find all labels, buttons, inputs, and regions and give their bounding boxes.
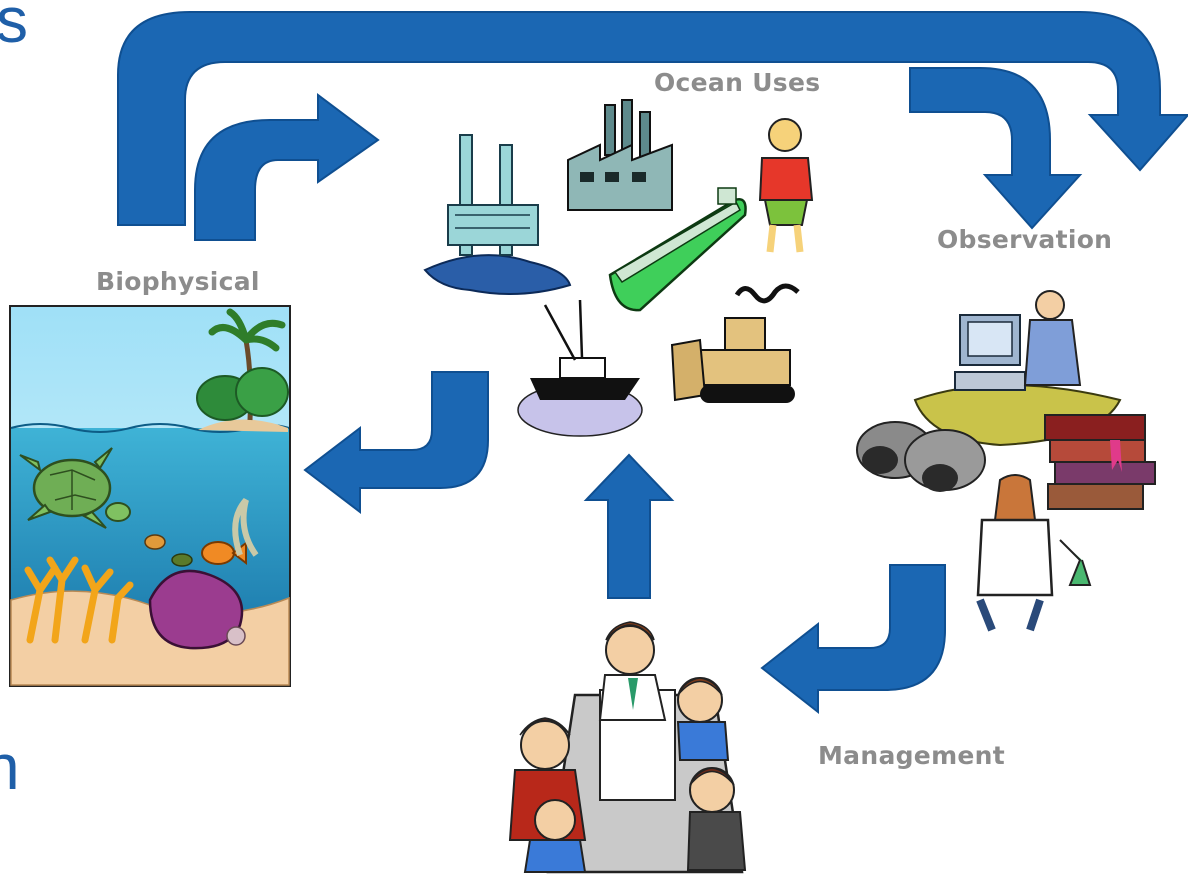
tourist-icon — [758, 118, 814, 253]
arrow-management-to-ocean-uses — [583, 453, 675, 599]
cropped-text-top: s — [0, 0, 28, 56]
label-observation: Observation — [937, 225, 1113, 254]
palm-tree-icon — [196, 308, 289, 421]
biophysical-illustration — [9, 305, 291, 687]
outer-cycle-arrow — [117, 11, 1188, 226]
fish-icon — [144, 534, 247, 567]
management-meeting-icon — [508, 621, 747, 874]
sea-turtle-icon — [19, 447, 131, 529]
label-management: Management — [818, 741, 1006, 770]
arrow-biophysical-to-ocean-uses — [194, 93, 380, 241]
fishing-boat-icon — [517, 299, 643, 437]
label-biophysical: Biophysical — [96, 267, 260, 296]
arrow-ocean-uses-to-observation — [909, 67, 1083, 230]
binoculars-icon — [856, 421, 986, 492]
label-ocean-uses: Ocean Uses — [654, 68, 821, 97]
cropped-text-bottom: n — [0, 731, 20, 803]
tanker-ship-icon — [608, 187, 747, 312]
factory-icon — [567, 99, 673, 211]
arrow-ocean-uses-to-biophysical — [303, 371, 489, 515]
books-icon — [1044, 414, 1156, 510]
arrow-observation-to-management — [760, 564, 946, 715]
conch-shell-icon — [148, 569, 244, 650]
bulldozer-icon — [670, 283, 800, 403]
scientist-icon — [976, 474, 1092, 632]
oil-rig-icon — [423, 134, 572, 295]
coral-icon — [24, 556, 134, 644]
